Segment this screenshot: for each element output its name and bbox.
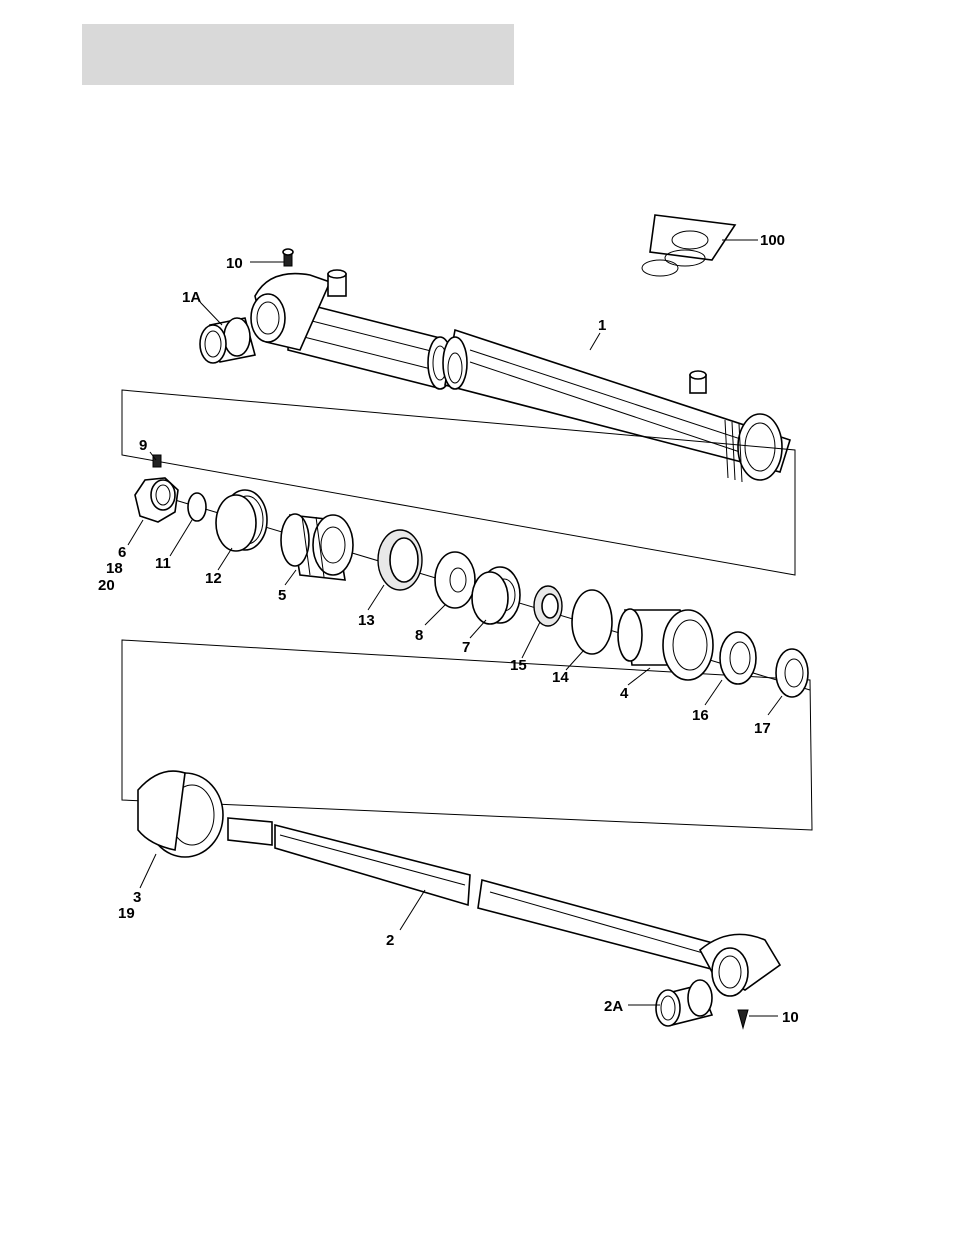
callout-1a: 1A bbox=[182, 289, 201, 306]
washer-part-8 bbox=[435, 552, 475, 608]
backup-ring-part-15 bbox=[534, 586, 562, 626]
callout-3: 3 bbox=[133, 889, 141, 906]
head-part-3 bbox=[138, 771, 223, 857]
callout-20: 20 bbox=[98, 577, 115, 594]
o-ring-part-11 bbox=[188, 493, 206, 521]
wear-ring-part-13 bbox=[378, 530, 422, 590]
callout-2: 2 bbox=[386, 932, 394, 949]
callout-19: 19 bbox=[118, 905, 135, 922]
piston-part-5 bbox=[281, 514, 353, 580]
bushing-part-1a bbox=[200, 318, 255, 363]
callout-9: 9 bbox=[139, 437, 147, 454]
callout-8: 8 bbox=[415, 627, 423, 644]
barrel-part-1 bbox=[251, 270, 790, 482]
callout-2a: 2A bbox=[604, 998, 623, 1015]
callout-6: 6 bbox=[118, 544, 126, 561]
seal-kit-part-100 bbox=[642, 215, 735, 276]
callout-11: 11 bbox=[155, 555, 171, 572]
callout-17: 17 bbox=[754, 720, 771, 737]
wiper-part-17 bbox=[776, 649, 808, 697]
callout-10-bottom: 10 bbox=[782, 1009, 799, 1026]
callout-7: 7 bbox=[462, 639, 470, 656]
nut-part-6 bbox=[135, 478, 178, 522]
callout-16: 16 bbox=[692, 707, 709, 724]
callout-1: 1 bbox=[598, 317, 606, 334]
bushing-part-2a bbox=[656, 980, 712, 1026]
seal-part-12 bbox=[216, 490, 267, 551]
callout-12: 12 bbox=[205, 570, 222, 587]
spacer-part-7 bbox=[472, 567, 520, 624]
grease-fitting-part-10-bottom bbox=[738, 1010, 748, 1028]
o-ring-part-14 bbox=[572, 590, 612, 654]
callout-18: 18 bbox=[106, 560, 123, 577]
rod-part-2 bbox=[228, 818, 780, 996]
callout-4: 4 bbox=[620, 685, 629, 702]
callout-13: 13 bbox=[358, 612, 375, 629]
callout-15: 15 bbox=[510, 657, 527, 674]
callout-10-top: 10 bbox=[226, 255, 243, 272]
callout-5: 5 bbox=[278, 587, 286, 604]
callout-14: 14 bbox=[552, 669, 569, 686]
callout-100: 100 bbox=[760, 232, 785, 249]
exploded-group-outline-lower bbox=[122, 640, 812, 830]
seal-part-16 bbox=[720, 632, 756, 684]
grease-fitting-part-10-top bbox=[283, 249, 293, 266]
